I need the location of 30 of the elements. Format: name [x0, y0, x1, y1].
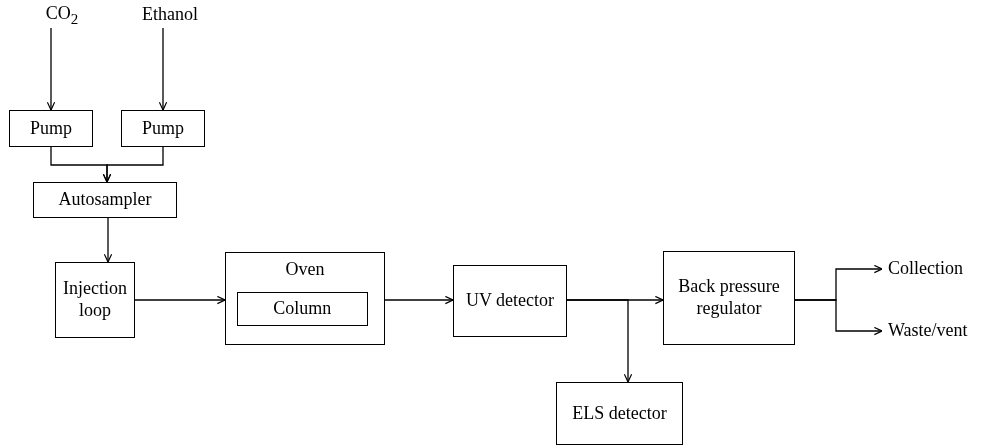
process-box	[556, 382, 683, 445]
box-label: Pump	[142, 117, 184, 140]
process-box	[236, 291, 368, 326]
process-box	[9, 110, 93, 147]
process-box	[453, 265, 567, 337]
process-box	[55, 262, 135, 338]
box-label: Ethanol	[142, 4, 198, 26]
process-box	[663, 251, 795, 345]
arrow	[794, 299, 883, 336]
box-label: Column	[273, 297, 332, 320]
arrow	[134, 295, 226, 305]
box-label: Back pressure regulator	[677, 276, 781, 320]
arrow	[384, 295, 454, 305]
arrow	[158, 27, 168, 111]
box-label: Collection	[888, 258, 964, 280]
box-label: CO$_{2}$	[45, 2, 79, 28]
arrow	[566, 299, 633, 383]
box-label: Pump	[30, 117, 72, 140]
box-label: ELS detector	[572, 402, 667, 425]
box-label: Waste/vent	[888, 320, 969, 342]
process-box	[121, 110, 205, 147]
process-box	[33, 182, 177, 218]
process-box	[225, 252, 385, 345]
box-label: Injection loop	[62, 278, 128, 322]
box-label: Autosampler	[58, 189, 152, 211]
box-label: UV detector	[465, 290, 555, 312]
arrow	[46, 27, 56, 111]
box-label: Oven	[285, 259, 325, 281]
arrow	[103, 217, 113, 263]
arrow	[102, 146, 164, 183]
